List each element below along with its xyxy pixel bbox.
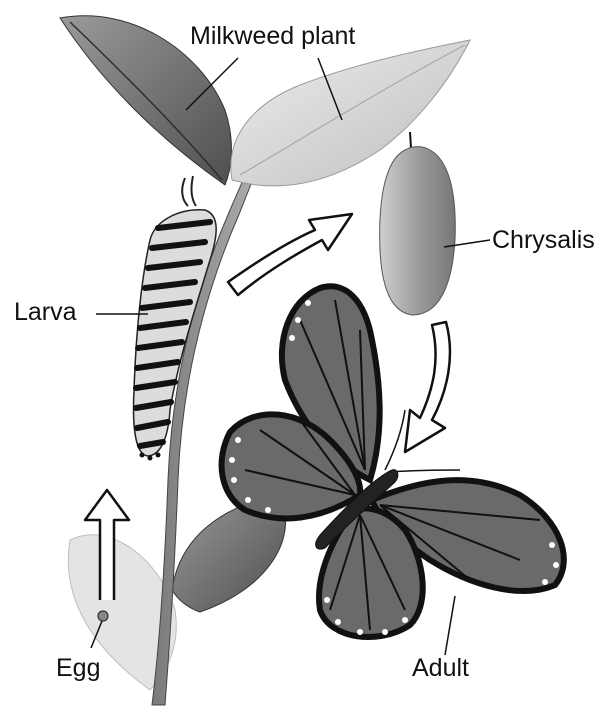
chrysalis — [380, 147, 456, 315]
egg-illustration — [98, 611, 108, 621]
label-larva: Larva — [14, 300, 77, 325]
arrow-larva-to-chrysalis — [228, 214, 352, 295]
arrow-chrysalis-to-adult — [405, 322, 450, 452]
label-adult: Adult — [412, 656, 469, 681]
label-chrysalis: Chrysalis — [492, 228, 595, 253]
leader-adult — [445, 596, 455, 655]
label-egg: Egg — [56, 656, 100, 681]
label-milkweed-plant: Milkweed plant — [190, 24, 355, 49]
adult-butterfly-illustration — [222, 286, 564, 637]
